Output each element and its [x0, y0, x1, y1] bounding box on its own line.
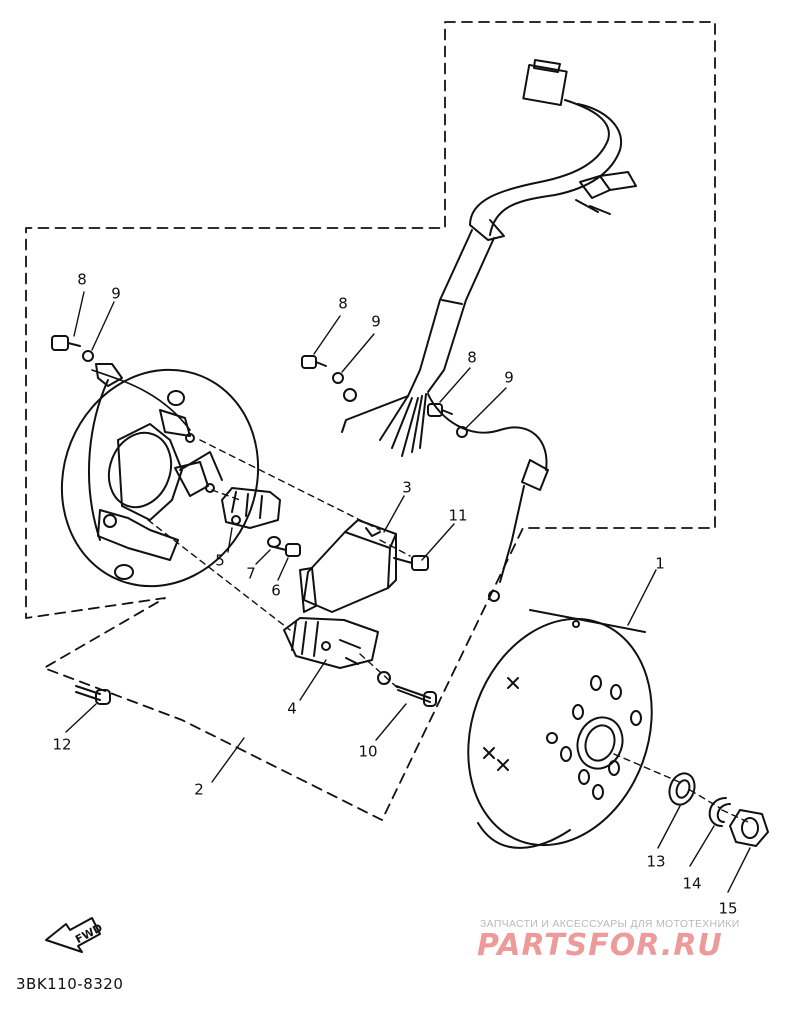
callout-8c: 8: [467, 348, 477, 367]
screw-10: [395, 685, 437, 707]
nut-15: [729, 809, 769, 847]
watermark-tagline: ЗАПЧАСТИ И АКСЕССУАРЫ ДЛЯ МОТОТЕХНИКИ: [480, 918, 740, 930]
screw-12: [75, 685, 111, 705]
callout-3: 3: [402, 478, 412, 497]
watermark-logo: PARTSFOR.RU: [477, 928, 723, 963]
callout-5: 5: [215, 551, 225, 570]
coil-5: [221, 487, 281, 529]
callout-4: 4: [287, 699, 297, 718]
callout-11: 11: [448, 506, 468, 525]
callout-9a: 9: [111, 284, 121, 303]
washer-near-10: [377, 671, 391, 685]
callout-10: 10: [358, 742, 378, 761]
stator-plate: [60, 368, 260, 588]
wire-harness: [341, 59, 637, 602]
washer-9b: [332, 372, 344, 384]
assembly-boundary-dashed: [25, 21, 716, 821]
screw-11: [393, 555, 429, 571]
bolt-8c: [427, 403, 453, 417]
coil-4: [283, 617, 379, 669]
washer-9a: [82, 350, 94, 362]
callout-7: 7: [246, 564, 256, 583]
callout-1: 1: [655, 554, 665, 573]
diagram-code: 3BK110-8320: [16, 975, 124, 993]
callout-14: 14: [682, 874, 702, 893]
callout-9c: 9: [504, 368, 514, 387]
washer-13: [668, 772, 696, 806]
circlip-14: [708, 797, 731, 827]
callout-8b: 8: [338, 294, 348, 313]
washer-9c: [456, 426, 468, 438]
bolt-8a: [51, 335, 81, 351]
clamp-a: [95, 363, 123, 387]
bolt-8b: [301, 355, 327, 369]
callout-15: 15: [718, 899, 738, 918]
callout-2: 2: [194, 780, 204, 799]
callout-6: 6: [271, 581, 281, 600]
callout-13: 13: [646, 852, 666, 871]
callout-8a: 8: [77, 270, 87, 289]
coil-3: [299, 519, 397, 613]
fwd-arrow: [45, 917, 101, 953]
callout-12: 12: [52, 735, 72, 754]
callout-9b: 9: [371, 312, 381, 331]
flywheel-rotor: [467, 609, 653, 849]
screw-6: [269, 543, 301, 557]
